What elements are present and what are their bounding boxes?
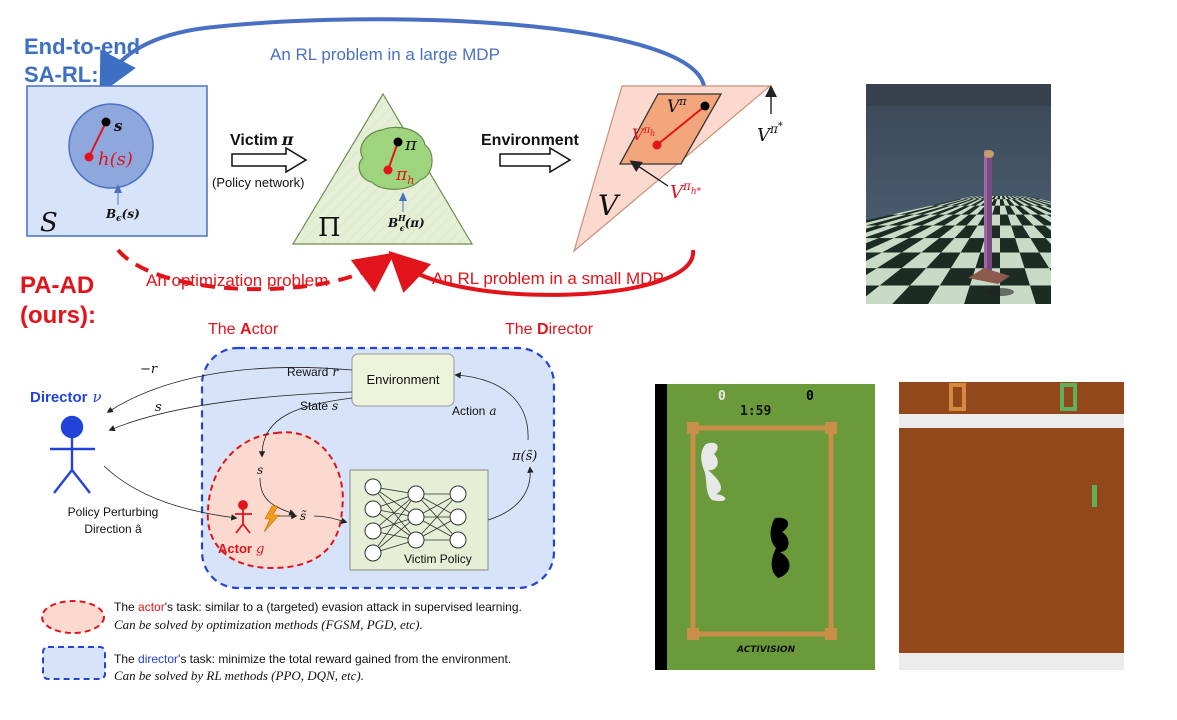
director-legend-line2: Can be solved by RL methods (PPO, DQN, e… — [114, 668, 364, 683]
s-tilde-label: s̃ — [300, 509, 307, 523]
value-perturb-line — [656, 105, 706, 146]
state-point — [101, 117, 111, 127]
director-legend-swatch — [42, 646, 106, 680]
policy-ball — [358, 126, 433, 190]
director-title: The Director — [505, 321, 594, 338]
optimization-label: An optimization problem — [146, 271, 328, 290]
atari-boxing-screenshot: 0 0 1:59 ACTIVISION — [655, 384, 875, 670]
victim-arrow — [231, 146, 308, 174]
state-perturb-line — [88, 121, 107, 158]
policy-network-label: (Policy network) — [212, 175, 304, 190]
state-ball — [68, 103, 154, 189]
director-to-actor-arrow — [103, 465, 238, 521]
neuron — [407, 485, 425, 503]
perturbed-policy-point — [383, 165, 393, 175]
sa-rl-title-line2: SA-RL: — [24, 62, 99, 87]
value-point-label: Vπ — [667, 95, 687, 117]
policy-perturb-line — [387, 141, 399, 171]
perturbed-value-label: Vπh — [632, 125, 655, 144]
neuron — [449, 508, 467, 526]
policy-output-arrow — [487, 466, 534, 521]
lightning-icon — [263, 505, 280, 533]
actor-stick-figure — [235, 500, 252, 534]
large-mdp-label: An RL problem in a large MDP — [270, 45, 500, 64]
small-mdp-label: An RL problem in a small MDP — [432, 269, 664, 288]
optimization-arrow — [116, 248, 395, 293]
environment-label: Environment — [481, 132, 579, 149]
pa-ad-title-line2: (ours): — [20, 302, 96, 329]
worst-value-pointer — [629, 160, 669, 187]
small-mdp-arrow — [388, 249, 696, 297]
neuron — [449, 531, 467, 549]
perturbed-state-label: h(s) — [98, 149, 133, 170]
pi-tilde-label: π(s̃) — [511, 449, 537, 464]
value-space-symbol: V — [598, 189, 621, 222]
neuron — [364, 478, 382, 496]
value-space-triangle — [572, 85, 772, 253]
mujoco-hopper-screenshot — [866, 84, 1051, 304]
state-in-arrow — [258, 397, 353, 458]
activision-logo-text: ACTIVISION — [736, 645, 796, 655]
tilde-to-policy-arrow — [313, 515, 348, 524]
value-point — [700, 101, 710, 111]
state-out-arrow — [108, 391, 353, 432]
policy-point — [393, 137, 403, 147]
state-ball-label: Bϵ(s) — [105, 207, 140, 224]
policy-point-label: π — [404, 134, 418, 155]
environment-box-label: Environment — [367, 372, 440, 387]
director-stick-figure — [50, 415, 95, 494]
inner-state-label: s — [257, 463, 263, 477]
perturb-label-line2: Direction â — [84, 522, 142, 536]
actor-title: The Actor — [208, 321, 279, 338]
neuron — [407, 508, 425, 526]
state-out-label: s — [155, 400, 162, 415]
state-to-tilde-arrow — [259, 477, 296, 516]
optimal-value-label: Vπ* — [757, 121, 783, 146]
neuron — [449, 485, 467, 503]
victim-policy-label: Victim Policy — [404, 552, 472, 566]
boxing-score-right: 0 — [806, 389, 814, 404]
state-point-label: s — [114, 117, 123, 135]
director-legend-line1: The director's task: minimize the total … — [114, 652, 511, 666]
value-space-region — [618, 93, 723, 165]
neural-network-icon — [364, 478, 467, 562]
perturbed-value-point — [652, 140, 662, 150]
environment-arrow — [499, 146, 572, 174]
action-arrow — [454, 372, 529, 441]
neuron — [364, 500, 382, 518]
actor-legend-line2: Can be solved by optimization methods (F… — [114, 617, 423, 632]
actor-region — [206, 431, 344, 570]
atari-pong-screenshot — [899, 382, 1124, 670]
boxing-timer: 1:59 — [740, 404, 771, 419]
neg-reward-arrow — [106, 367, 353, 413]
neuron — [407, 531, 425, 549]
perturb-label-line1: Policy Perturbing — [68, 505, 159, 519]
perturbed-state-point — [84, 152, 94, 162]
actor-legend-line1: The actor's task: similar to a (targeted… — [114, 600, 522, 614]
worst-value-label: Vπh* — [670, 179, 702, 203]
large-mdp-arrow — [99, 17, 706, 95]
state-space-symbol: S — [40, 208, 58, 238]
pa-ad-title-line1: PA-AD — [20, 272, 94, 299]
perturbed-policy-label: πh — [395, 165, 414, 187]
neuron — [364, 544, 382, 562]
neg-reward-label: −r — [140, 362, 158, 377]
environment-box — [351, 353, 455, 407]
neuron — [364, 522, 382, 540]
boxing-score-left: 0 — [718, 389, 726, 404]
actor-legend-swatch — [41, 600, 105, 634]
policy-space-symbol: Π — [318, 213, 341, 243]
sa-rl-title-line1: End-to-end — [24, 34, 140, 59]
